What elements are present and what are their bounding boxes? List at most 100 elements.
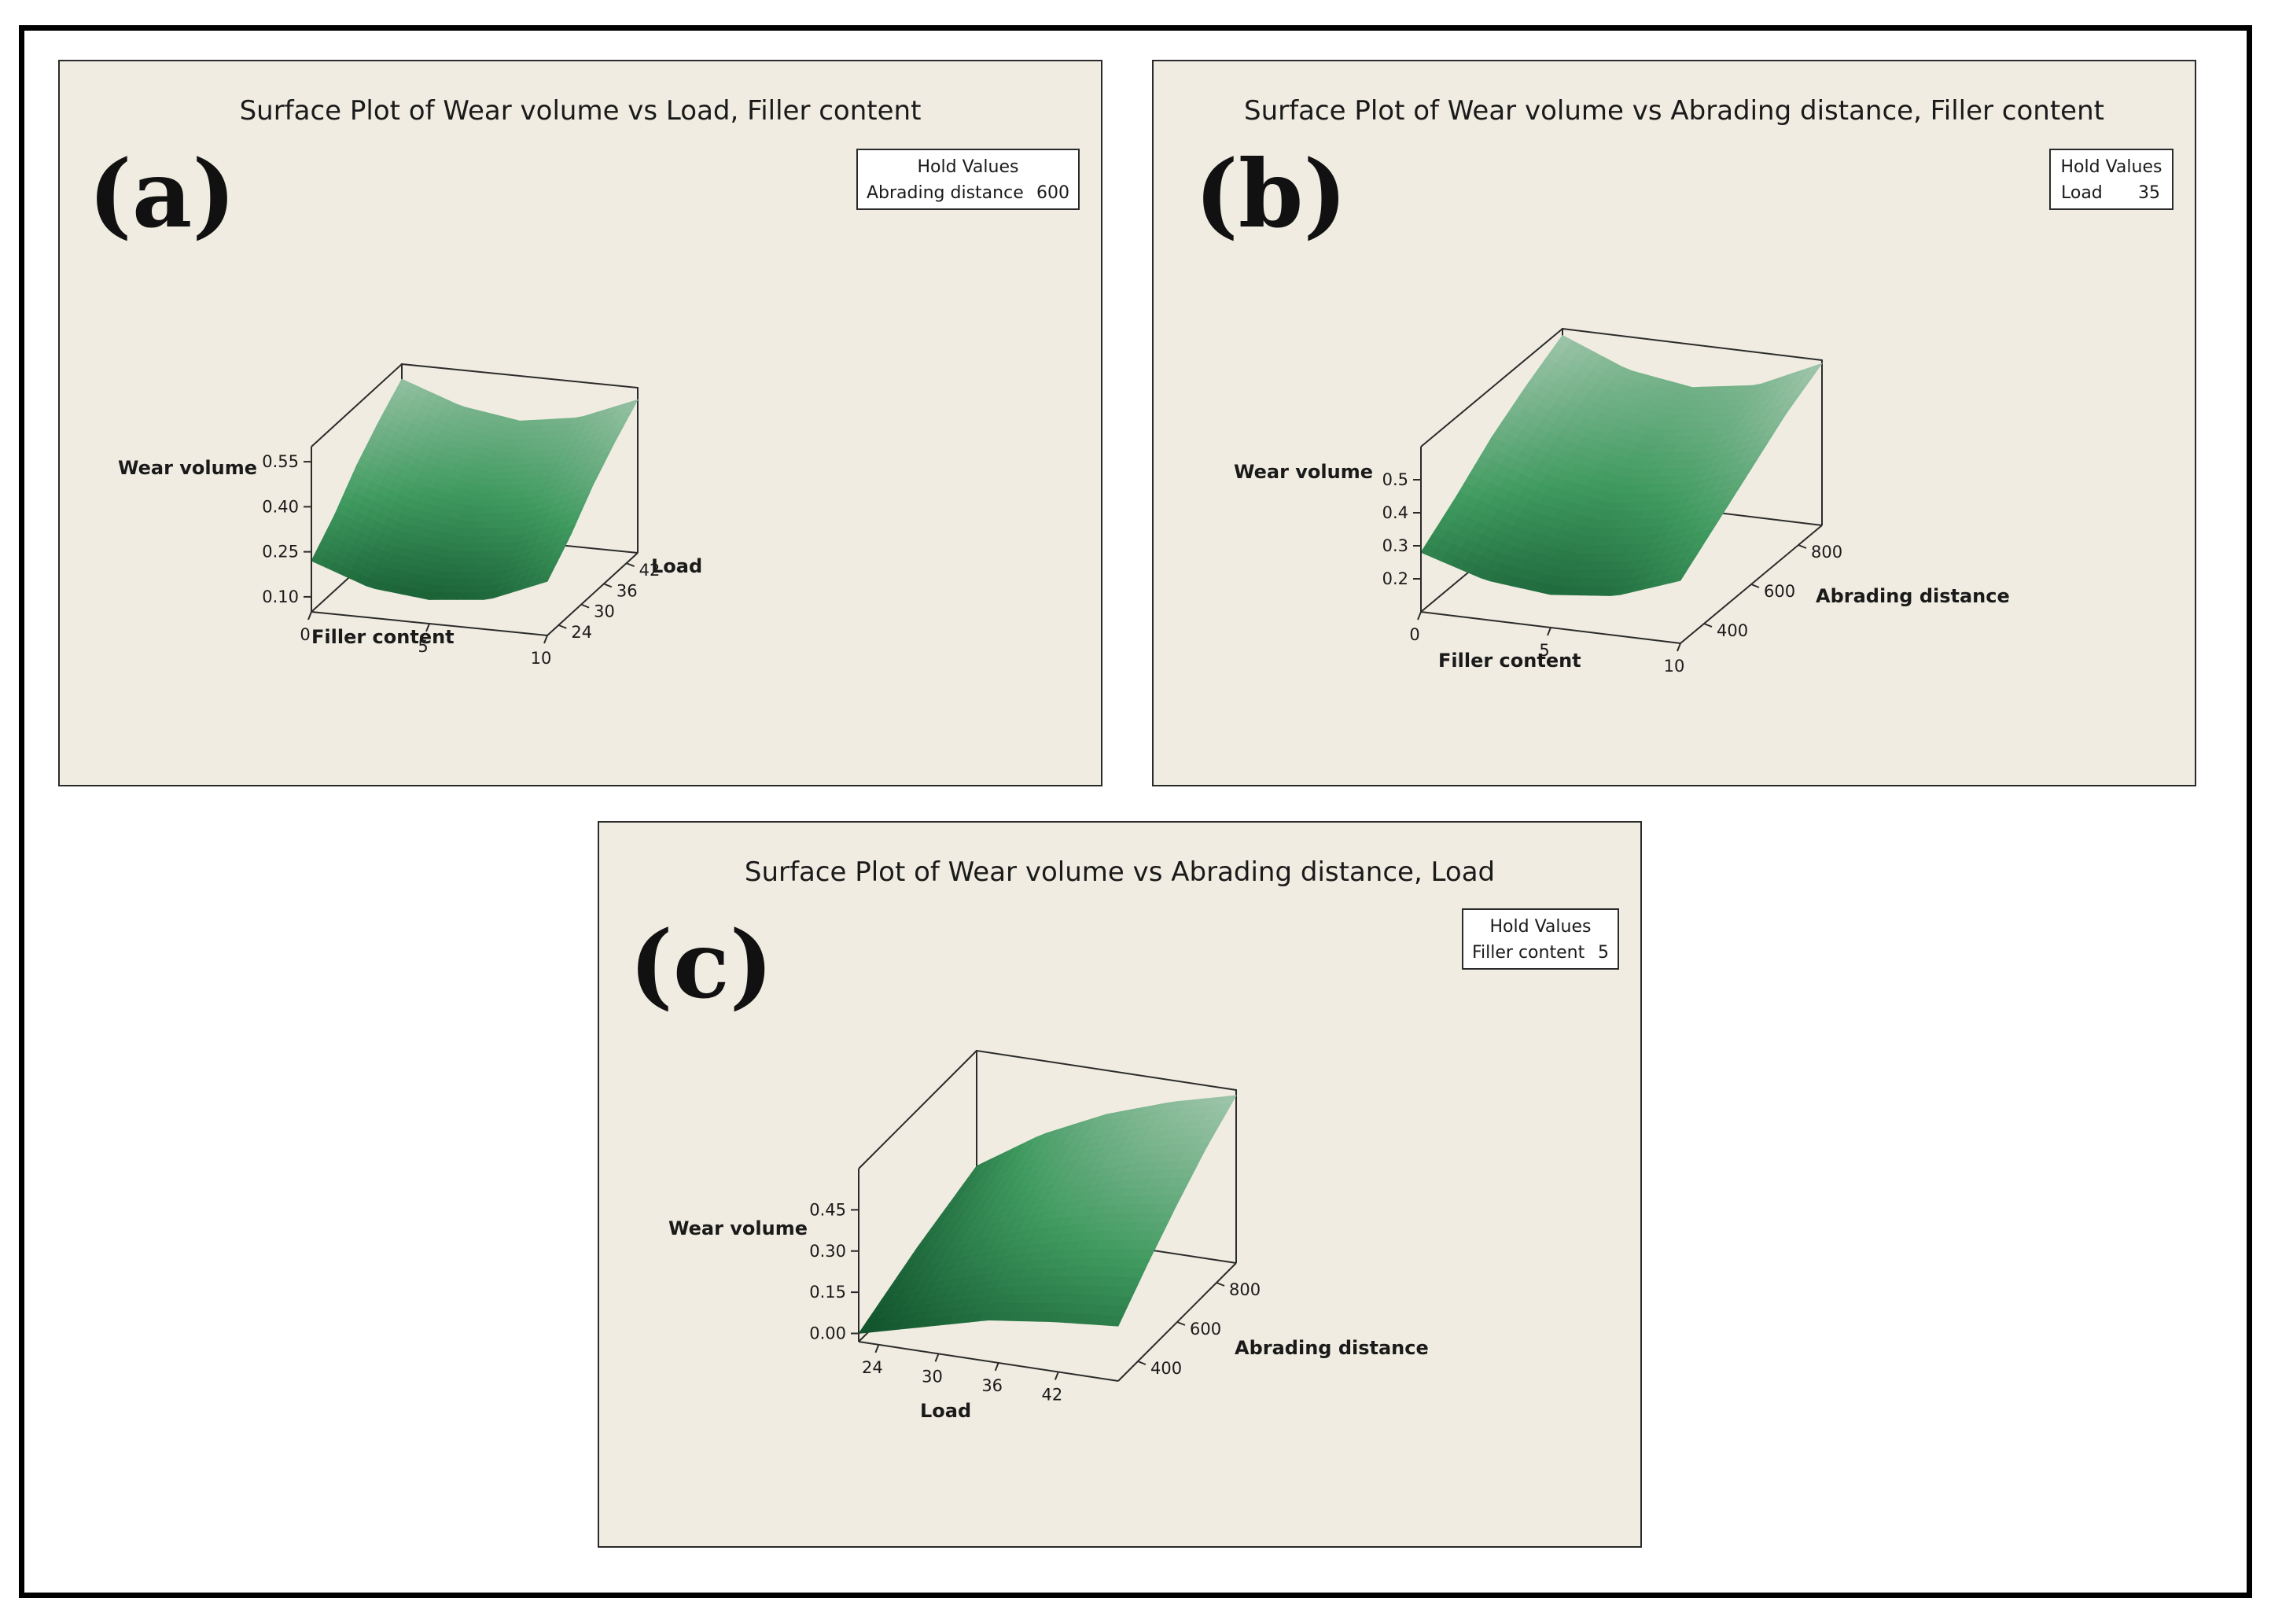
hold-variable-value: 600 — [1036, 183, 1069, 203]
x-tick-label: 5 — [1539, 641, 1549, 660]
y-tick-mark — [1703, 623, 1713, 628]
x-tick-mark — [307, 611, 312, 621]
x-tick-mark — [1677, 643, 1681, 652]
z-axis-label: Wear volume — [668, 1217, 808, 1239]
hold-values-title: Hold Values — [918, 157, 1019, 177]
y-tick-label: 36 — [617, 581, 638, 600]
z-tick-label: 0.5 — [1382, 470, 1408, 489]
y-tick-label: 400 — [1717, 621, 1748, 640]
plot-title: Surface Plot of Wear volume vs Abrading … — [745, 856, 1495, 888]
panel-label: (b) — [1194, 139, 1347, 249]
y-tick-label: 400 — [1150, 1359, 1182, 1378]
surface-plot-a: Surface Plot of Wear volume vs Load, Fil… — [60, 61, 1101, 785]
y-tick-label: 600 — [1764, 582, 1795, 601]
x-tick-label: 24 — [862, 1358, 883, 1377]
y-tick-label: 24 — [571, 623, 592, 642]
x-tick-mark — [543, 635, 548, 644]
z-axis-label: Wear volume — [118, 457, 257, 479]
y-tick-mark — [1798, 544, 1807, 549]
floor-right-edge — [547, 552, 639, 636]
response-surface — [1420, 334, 1824, 596]
y-tick-mark — [1750, 584, 1760, 588]
z-tick-label: 0.3 — [1382, 536, 1408, 555]
response-surface — [858, 1095, 1237, 1334]
z-tick-label: 0.40 — [262, 497, 299, 516]
y-tick-mark — [603, 583, 613, 588]
z-tick-label: 0.4 — [1382, 503, 1408, 522]
x-tick-mark — [425, 623, 430, 632]
y-tick-label: 30 — [594, 602, 615, 621]
hold-variable-name: Abrading distance — [867, 183, 1024, 203]
z-tick-label: 0.55 — [262, 452, 299, 471]
hold-variable-name: Load — [2061, 183, 2103, 203]
x-axis-label: Filler content — [311, 626, 455, 648]
y-tick-label: 42 — [639, 561, 661, 580]
hold-values-frame — [2049, 149, 2173, 210]
hold-values-frame — [1462, 908, 1619, 970]
surface-patch — [1669, 571, 1687, 584]
x-tick-mark — [934, 1353, 940, 1362]
left-wall-top-edge — [858, 1050, 977, 1169]
y-axis-label: Abrading distance — [1816, 585, 2010, 607]
x-axis-label: Load — [920, 1400, 971, 1422]
x-axis-line — [858, 1341, 1119, 1382]
left-wall-top-edge — [311, 363, 403, 447]
x-tick-label: 42 — [1041, 1385, 1062, 1404]
x-tick-label: 0 — [300, 625, 310, 644]
x-tick-mark — [874, 1344, 880, 1353]
x-tick-mark — [1417, 611, 1422, 621]
z-tick-label: 0.15 — [809, 1283, 846, 1302]
z-axis-label: Wear volume — [1234, 461, 1373, 483]
z-tick-label: 0.2 — [1382, 569, 1408, 588]
hold-variable-name: Filler content — [1472, 943, 1585, 963]
hold-values-title: Hold Values — [2061, 157, 2162, 177]
y-tick-mark — [626, 562, 635, 568]
response-surface — [311, 378, 639, 600]
left-wall-top-edge — [1420, 328, 1563, 447]
back-wall-frame — [976, 1049, 1237, 1263]
y-tick-mark — [1216, 1282, 1225, 1287]
x-tick-mark — [1547, 627, 1551, 636]
y-axis-label: Load — [651, 555, 702, 577]
panel-a: Surface Plot of Wear volume vs Load, Fil… — [58, 60, 1102, 786]
surface-plot-c: Surface Plot of Wear volume vs Abrading … — [599, 823, 1640, 1546]
y-tick-mark — [1176, 1321, 1186, 1326]
surface-patch — [537, 573, 552, 585]
figure-frame — [19, 25, 2252, 1598]
y-tick-label: 800 — [1229, 1280, 1261, 1299]
surface-plot-b: Surface Plot of Wear volume vs Abrading … — [1154, 61, 2195, 785]
hold-values-box: Hold Values Load 35 — [2049, 149, 2173, 210]
plot-title: Surface Plot of Wear volume vs Load, Fil… — [240, 95, 922, 127]
y-tick-mark — [580, 603, 590, 609]
x-tick-label: 30 — [922, 1367, 943, 1386]
y-tick-mark — [558, 624, 567, 629]
z-tick-label: 0.00 — [809, 1324, 846, 1343]
hold-variable-value: 35 — [2138, 183, 2160, 203]
hold-values-title: Hold Values — [1490, 917, 1592, 937]
z-tick-label: 0.10 — [262, 587, 299, 606]
y-axis-label: Abrading distance — [1235, 1337, 1429, 1359]
hold-values-frame — [856, 149, 1080, 210]
x-tick-mark — [994, 1362, 999, 1372]
plot-title: Surface Plot of Wear volume vs Abrading … — [1244, 95, 2104, 127]
hold-values-box: Hold Values Filler content 5 — [1462, 908, 1619, 970]
y-tick-label: 800 — [1811, 543, 1842, 562]
panel-c: Surface Plot of Wear volume vs Abrading … — [598, 821, 1642, 1548]
x-tick-label: 10 — [1664, 657, 1685, 676]
z-tick-label: 0.30 — [809, 1242, 846, 1261]
y-tick-label: 600 — [1190, 1320, 1221, 1339]
hold-values-box: Hold Values Abrading distance 600 — [856, 149, 1080, 210]
x-axis-label: Filler content — [1438, 650, 1581, 672]
x-tick-label: 5 — [418, 637, 428, 656]
x-tick-label: 0 — [1409, 625, 1419, 644]
z-tick-label: 0.25 — [262, 543, 299, 562]
hold-variable-value: 5 — [1598, 943, 1609, 963]
surface-patch — [1107, 1315, 1124, 1327]
x-tick-label: 10 — [531, 649, 552, 668]
x-tick-mark — [1054, 1372, 1059, 1380]
z-tick-label: 0.45 — [809, 1200, 846, 1219]
panel-label: (a) — [88, 139, 236, 249]
panel-label: (c) — [629, 910, 774, 1019]
panel-b: Surface Plot of Wear volume vs Abrading … — [1152, 60, 2196, 786]
x-tick-label: 36 — [981, 1376, 1003, 1395]
